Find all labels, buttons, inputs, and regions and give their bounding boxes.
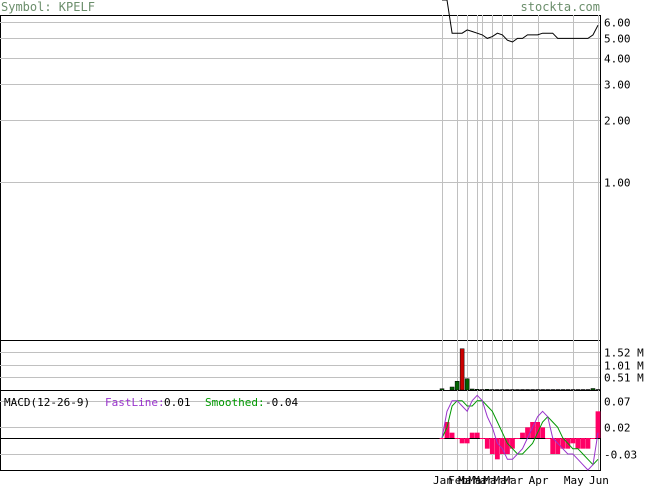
price-tick-label: 5.00 — [604, 33, 631, 46]
volume-bar — [490, 389, 495, 391]
macd-histogram-bar — [555, 438, 561, 454]
month-label: Mar — [458, 474, 478, 486]
price-line — [442, 0, 599, 43]
macd-histogram-bar — [510, 438, 515, 449]
macd-histogram-bar — [444, 422, 450, 438]
price-tick-label: 2.00 — [604, 115, 631, 128]
macd-title: MACD(12-26-9) — [4, 396, 90, 409]
price-tick-label: 1.00 — [604, 177, 631, 190]
volume-bar — [570, 389, 576, 391]
symbol-label: Symbol: KPELF — [1, 0, 95, 14]
volume-bar — [505, 389, 510, 391]
volume-bar — [459, 348, 465, 391]
panel-border — [0, 390, 601, 471]
macd-tick-label: 0.02 — [604, 422, 631, 435]
volume-bar — [575, 389, 581, 391]
macd-histogram-bar — [474, 432, 480, 438]
volume-bar — [449, 386, 455, 391]
volume-bar — [454, 381, 460, 391]
month-label: Mar — [493, 474, 513, 486]
month-label: Mar — [468, 474, 488, 486]
macd-histogram-bar — [530, 422, 535, 438]
volume-tick-label: 0.51 M — [604, 372, 644, 385]
macd-histogram-bar — [525, 427, 530, 438]
macd-tick-label: 0.07 — [604, 396, 631, 409]
volume-bar — [580, 389, 586, 391]
site-name: stockta.com — [520, 0, 600, 14]
macd-histogram-bar — [484, 438, 490, 449]
price-tick-label: 6.00 — [604, 17, 631, 30]
volume-bar — [560, 389, 566, 391]
macd-histogram-bar — [545, 438, 551, 439]
volume-bar — [535, 389, 540, 391]
volume-bar — [480, 389, 485, 391]
macd-histogram-bar — [499, 438, 505, 454]
price-tick-label: 4.00 — [604, 53, 631, 66]
macd-histogram-bar — [590, 438, 596, 439]
macd-histogram-bar — [515, 438, 520, 439]
volume-bar — [555, 389, 560, 391]
price-tick-label: 3.00 — [604, 79, 631, 92]
macd-histogram-bar — [489, 438, 495, 454]
panel-border — [0, 15, 601, 341]
volume-bar — [545, 389, 550, 391]
volume-bar — [595, 389, 601, 391]
volume-bar — [530, 389, 535, 391]
volume-bar — [439, 388, 445, 391]
macd-histogram-bar — [540, 427, 546, 438]
macd-histogram-bar — [464, 438, 470, 444]
volume-bar — [520, 389, 525, 391]
macd-histogram-bar — [575, 438, 581, 449]
volume-bar — [510, 389, 515, 391]
volume-bar — [469, 388, 475, 391]
macd-smooth-label: Smoothed: — [205, 396, 265, 409]
macd-histogram-bar — [535, 422, 541, 438]
volume-bar — [540, 389, 545, 391]
volume-bar — [485, 389, 490, 391]
volume-bar — [495, 389, 500, 391]
macd-fast-label: FastLine: — [105, 396, 165, 409]
month-label: Mar — [483, 474, 503, 486]
month-label: Feb — [448, 474, 468, 486]
macd-fast-line — [441, 394, 599, 471]
macd-histogram-bar — [479, 438, 485, 439]
macd-histogram-bar — [570, 438, 576, 444]
macd-histogram-bar — [505, 438, 510, 454]
macd-histogram-bar — [459, 438, 465, 444]
volume-bar — [585, 389, 591, 391]
volume-tick-label: 1.01 M — [604, 360, 644, 373]
macd-smooth-value: -0.04 — [265, 396, 298, 409]
macd-histogram-bar — [494, 438, 500, 460]
macd-histogram-bar — [585, 438, 591, 449]
month-label: May — [564, 474, 584, 486]
month-label: Apr — [529, 474, 549, 486]
volume-bar — [464, 378, 470, 391]
macd-histogram-bar — [520, 432, 525, 438]
month-label: Jan — [433, 474, 453, 486]
volume-bar — [550, 389, 555, 391]
macd-histogram-bar — [550, 438, 556, 454]
macd-histogram-bar — [560, 438, 566, 449]
macd-tick-label: -0.03 — [604, 449, 637, 462]
macd-histogram-bar — [580, 438, 586, 449]
macd-histogram-bar — [449, 432, 455, 438]
volume-tick-label: 1.52 M — [604, 347, 644, 360]
volume-bar — [565, 389, 571, 391]
month-label: Mar — [473, 474, 493, 486]
volume-bar — [590, 388, 596, 391]
volume-bar — [474, 389, 480, 391]
volume-bar — [525, 389, 530, 391]
macd-histogram-bar — [595, 411, 601, 438]
volume-bar — [500, 389, 505, 391]
macd-histogram-bar — [469, 432, 475, 438]
month-label: Jun — [589, 474, 609, 486]
macd-fast-value: 0.01 — [164, 396, 191, 409]
volume-bar — [515, 389, 520, 391]
macd-histogram-bar — [454, 438, 460, 439]
macd-histogram-bar — [439, 438, 445, 439]
month-label: Mar — [503, 474, 523, 486]
macd-smoothed-line — [441, 400, 599, 466]
